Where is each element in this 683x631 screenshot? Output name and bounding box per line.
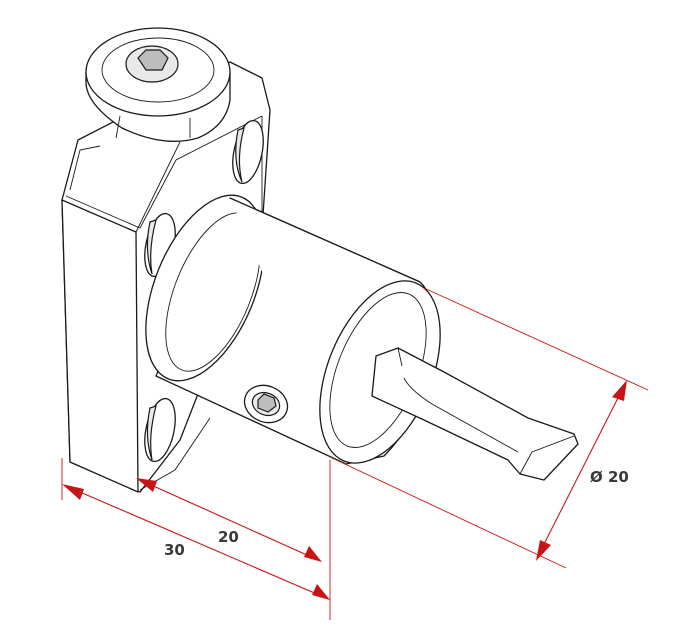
latch-tongue: [371, 347, 579, 481]
depth-dimension: 20: [136, 478, 322, 562]
mounting-hole-upper: [232, 119, 264, 185]
diameter-label: Ø 20: [590, 468, 629, 486]
mounting-hole-lower: [144, 397, 176, 463]
width-label: 30: [164, 541, 185, 559]
diameter-dimension: Ø 20: [331, 287, 649, 569]
cap-screw: [85, 27, 231, 142]
width-dimension: 30: [61, 458, 331, 620]
depth-label: 20: [218, 528, 239, 546]
set-screw: [243, 384, 289, 424]
